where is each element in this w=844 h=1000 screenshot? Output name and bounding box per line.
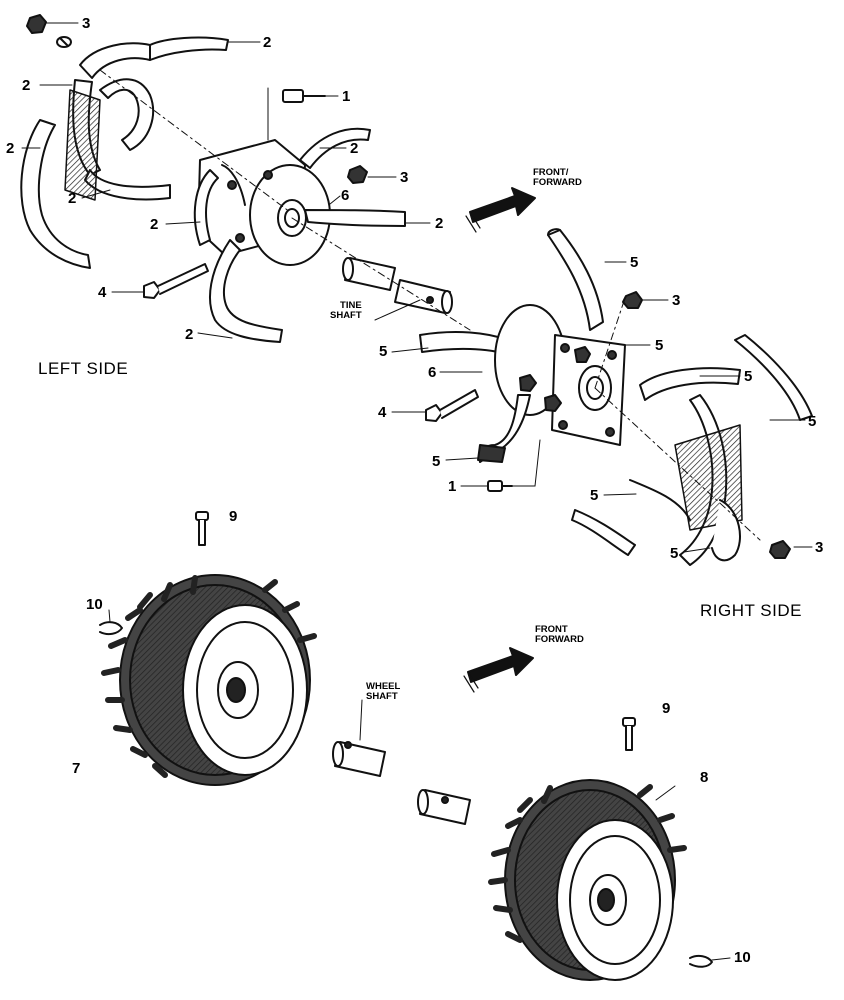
callout-4: 4 <box>98 284 107 301</box>
wheel-shaft <box>332 699 471 825</box>
right-bolt-4 <box>425 389 479 422</box>
left-outer-tines <box>20 36 229 269</box>
left-nut-3 <box>347 165 368 184</box>
callout-10: 10 <box>86 596 103 613</box>
right-side-label: RIGHT SIDE <box>700 601 802 620</box>
left-top-nut <box>26 14 72 48</box>
front-forward-label-top: FRONT/ FORWARD <box>533 167 582 188</box>
wheel-shaft-label: WHEEL SHAFT <box>366 681 401 702</box>
callout-5: 5 <box>630 254 639 271</box>
callout-3: 3 <box>672 292 681 309</box>
tine-shaft <box>342 257 453 321</box>
left-side-label: LEFT SIDE <box>38 359 129 378</box>
right-bolt-1 <box>487 480 513 492</box>
callout-5: 5 <box>379 343 388 360</box>
left-wheel <box>101 574 317 786</box>
front-forward-arrow-top <box>465 187 536 233</box>
callout-2: 2 <box>6 140 15 157</box>
leader-lines <box>21 22 813 961</box>
front-forward-label-bottom: FRONT FORWARD <box>535 624 584 645</box>
right-wheel <box>488 779 687 981</box>
callout-5: 5 <box>590 487 599 504</box>
callout-2: 2 <box>185 326 194 343</box>
callout-5: 5 <box>744 368 753 385</box>
pin-9-right <box>622 717 636 751</box>
callout-10: 10 <box>734 949 751 966</box>
callout-1: 1 <box>448 478 457 495</box>
tine-shaft-label: TINE SHAFT <box>330 300 362 321</box>
callout-2: 2 <box>150 216 159 233</box>
callout-2: 2 <box>22 77 31 94</box>
clip-10-right <box>689 954 713 968</box>
callout-2: 2 <box>263 34 272 51</box>
left-bolt-4 <box>143 263 209 299</box>
right-nut-3-top <box>622 291 643 309</box>
callout-2: 2 <box>68 190 77 207</box>
clip-10-left <box>99 621 123 636</box>
callout-5: 5 <box>670 545 679 562</box>
callout-9: 9 <box>229 508 238 525</box>
callout-1: 1 <box>342 88 351 105</box>
callout-7: 7 <box>72 760 81 777</box>
callout-5: 5 <box>655 337 664 354</box>
right-tine-assembly <box>419 228 813 566</box>
pin-9-left <box>195 511 209 546</box>
callout-6: 6 <box>341 187 350 204</box>
callout-6: 6 <box>428 364 437 381</box>
callout-2: 2 <box>350 140 359 157</box>
callout-5: 5 <box>432 453 441 470</box>
callout-3: 3 <box>815 539 824 556</box>
callout-8: 8 <box>700 769 709 786</box>
callout-5: 5 <box>808 413 817 430</box>
callout-2: 2 <box>435 215 444 232</box>
callout-3: 3 <box>400 169 409 186</box>
front-forward-arrow-bottom <box>463 647 534 693</box>
right-nut-3-bottom <box>769 540 791 559</box>
left-tine-assembly <box>20 14 471 343</box>
callout-3: 3 <box>82 15 91 32</box>
callout-4: 4 <box>378 404 387 421</box>
left-hub-and-tines <box>193 127 406 343</box>
callout-9: 9 <box>662 700 671 717</box>
